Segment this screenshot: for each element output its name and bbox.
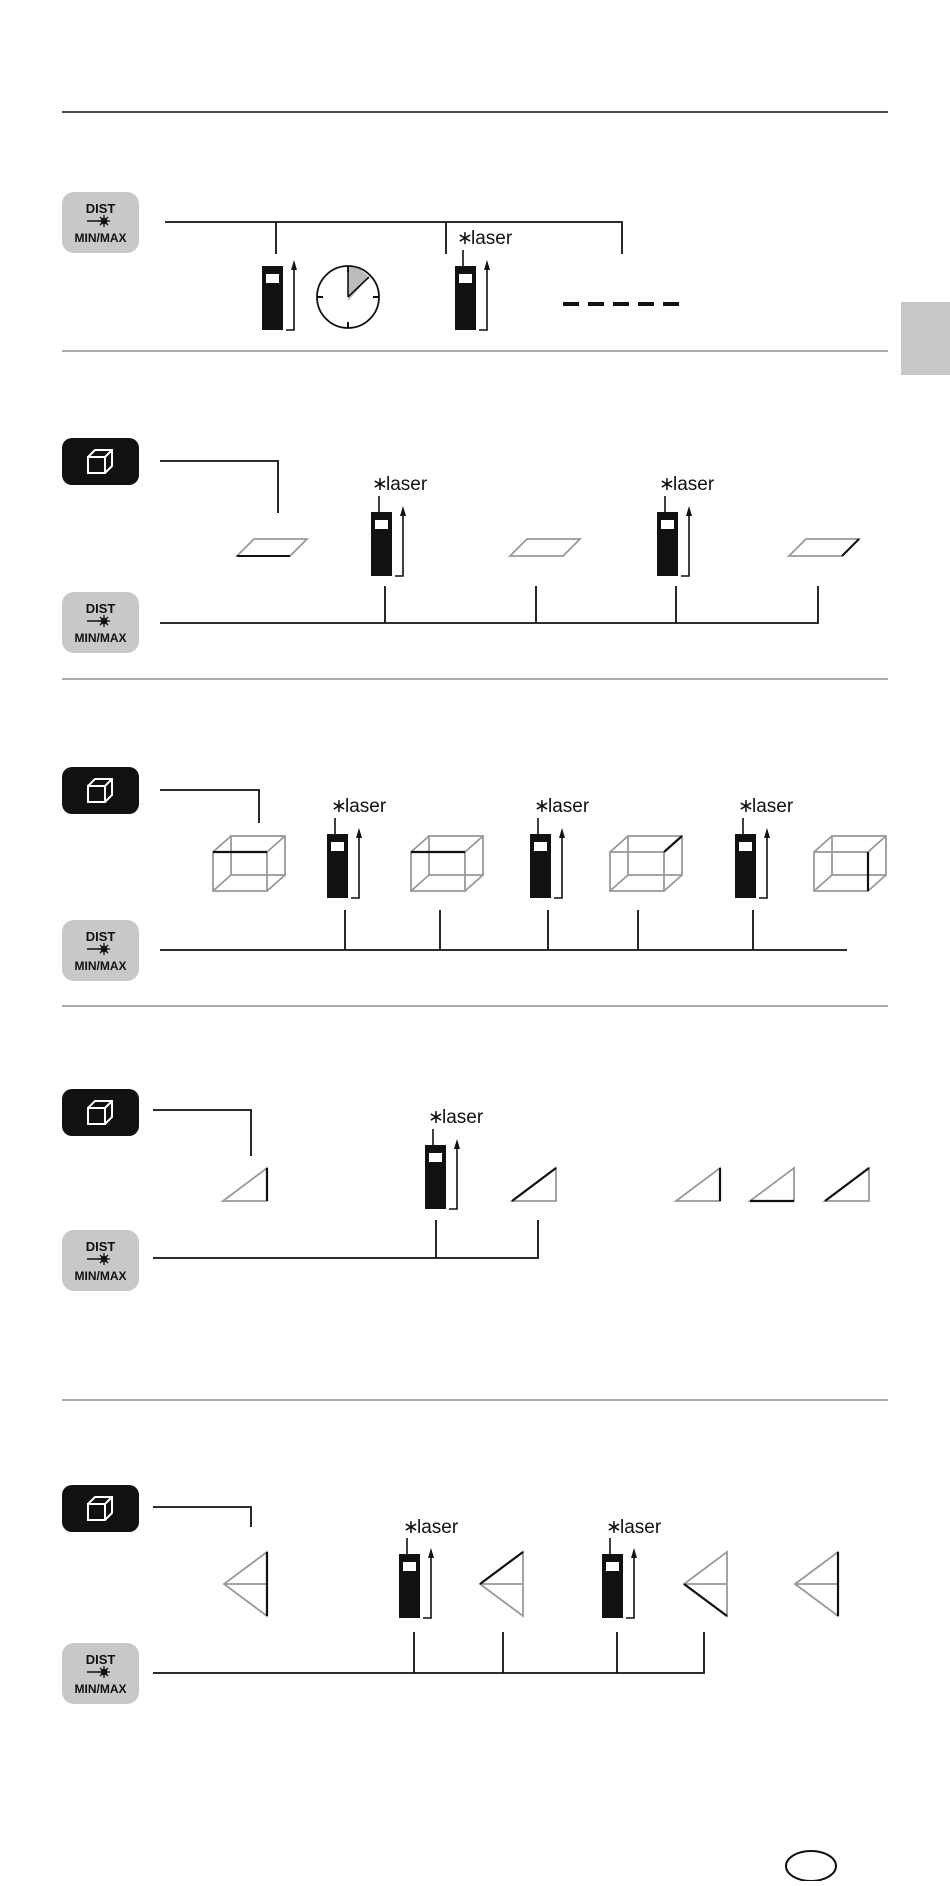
min-max-label: MIN/MAX — [75, 1682, 127, 1696]
laser-label: laser — [673, 474, 715, 495]
laser-label: laser — [417, 1517, 459, 1538]
dist-min-max-button[interactable]: DIST MIN/MAX — [62, 1643, 139, 1704]
laser-distance-meter-icon — [371, 496, 406, 576]
min-max-label: MIN/MAX — [75, 1269, 127, 1283]
right-triangle-icon — [825, 1168, 869, 1201]
laser-distance-meter-icon — [657, 496, 692, 576]
laser-distance-meter-icon — [399, 1538, 434, 1618]
laser-distance-meter-icon — [425, 1129, 460, 1209]
laser-indicator: ∗ laser — [457, 228, 513, 249]
connector-line — [153, 1220, 538, 1258]
dist-min-max-button[interactable]: DIST MIN/MAX — [62, 920, 139, 981]
double-triangle-icon — [684, 1552, 727, 1616]
laser-label: laser — [471, 228, 513, 249]
section-indirect-double: ∗ laser ∗ laser — [62, 1485, 838, 1704]
dist-label: DIST — [86, 929, 116, 944]
laser-distance-meter-icon — [262, 260, 297, 330]
function-button[interactable] — [62, 1485, 139, 1532]
laser-label: laser — [345, 796, 387, 817]
right-triangle-icon — [223, 1168, 267, 1201]
dist-label: DIST — [86, 1652, 116, 1667]
cube-icon — [610, 836, 682, 891]
clock-icon — [317, 266, 379, 328]
dist-min-max-button[interactable]: DIST MIN/MAX — [62, 592, 139, 653]
connector-line — [160, 586, 818, 623]
laser-indicator: ∗ laser — [331, 796, 387, 817]
right-triangle-icon — [750, 1168, 794, 1201]
function-button[interactable] — [62, 438, 139, 485]
laser-distance-meter-icon — [327, 818, 362, 898]
laser-label: laser — [386, 474, 428, 495]
laser-distance-meter-icon — [455, 250, 490, 330]
laser-label: laser — [548, 796, 590, 817]
cube-icon — [213, 836, 285, 891]
laser-indicator: ∗ laser — [606, 1517, 662, 1538]
laser-indicator: ∗ laser — [534, 796, 590, 817]
laser-label: laser — [442, 1107, 484, 1128]
right-triangle-icon — [512, 1168, 556, 1201]
connector-line — [153, 1632, 704, 1673]
laser-distance-meter-icon — [602, 1538, 637, 1618]
function-button[interactable] — [62, 1089, 139, 1136]
laser-label: laser — [752, 796, 794, 817]
laser-indicator: ∗ laser — [659, 474, 715, 495]
section-area: ∗ laser ∗ laser DIST — [62, 438, 859, 653]
right-triangle-icon — [676, 1168, 720, 1201]
connector-line — [160, 790, 259, 823]
connector-line — [153, 1110, 251, 1156]
laser-distance-meter-icon — [735, 818, 770, 898]
oval-icon — [786, 1851, 836, 1881]
function-button[interactable] — [62, 767, 139, 814]
side-tab — [901, 302, 950, 375]
double-triangle-icon — [795, 1552, 838, 1616]
parallelogram-icon — [789, 539, 859, 556]
laser-label: laser — [620, 1517, 662, 1538]
dist-label: DIST — [86, 201, 116, 216]
cube-icon — [411, 836, 483, 891]
parallelogram-icon — [237, 539, 307, 556]
dist-min-max-button[interactable]: DIST MIN/MAX — [62, 192, 139, 253]
parallelogram-icon — [510, 539, 580, 556]
connector-line — [165, 222, 622, 254]
laser-indicator: ∗ laser — [428, 1107, 484, 1128]
laser-indicator: ∗ laser — [403, 1517, 459, 1538]
connector-line — [160, 461, 278, 513]
dist-min-max-button[interactable]: DIST MIN/MAX — [62, 1230, 139, 1291]
section-volume: ∗ laser ∗ laser — [62, 767, 886, 981]
connector-line — [153, 1507, 251, 1527]
double-triangle-icon — [224, 1552, 267, 1616]
double-triangle-icon — [480, 1552, 523, 1616]
laser-indicator: ∗ laser — [738, 796, 794, 817]
section-min-max: DIST MIN/MAX — [62, 192, 679, 330]
cube-icon — [814, 836, 886, 891]
min-max-label: MIN/MAX — [75, 231, 127, 245]
min-max-label: MIN/MAX — [75, 631, 127, 645]
laser-distance-meter-icon — [530, 818, 565, 898]
laser-indicator: ∗ laser — [372, 474, 428, 495]
dist-label: DIST — [86, 601, 116, 616]
dist-label: DIST — [86, 1239, 116, 1254]
min-max-label: MIN/MAX — [75, 959, 127, 973]
section-indirect-single: ∗ laser DIST — [62, 1089, 869, 1291]
